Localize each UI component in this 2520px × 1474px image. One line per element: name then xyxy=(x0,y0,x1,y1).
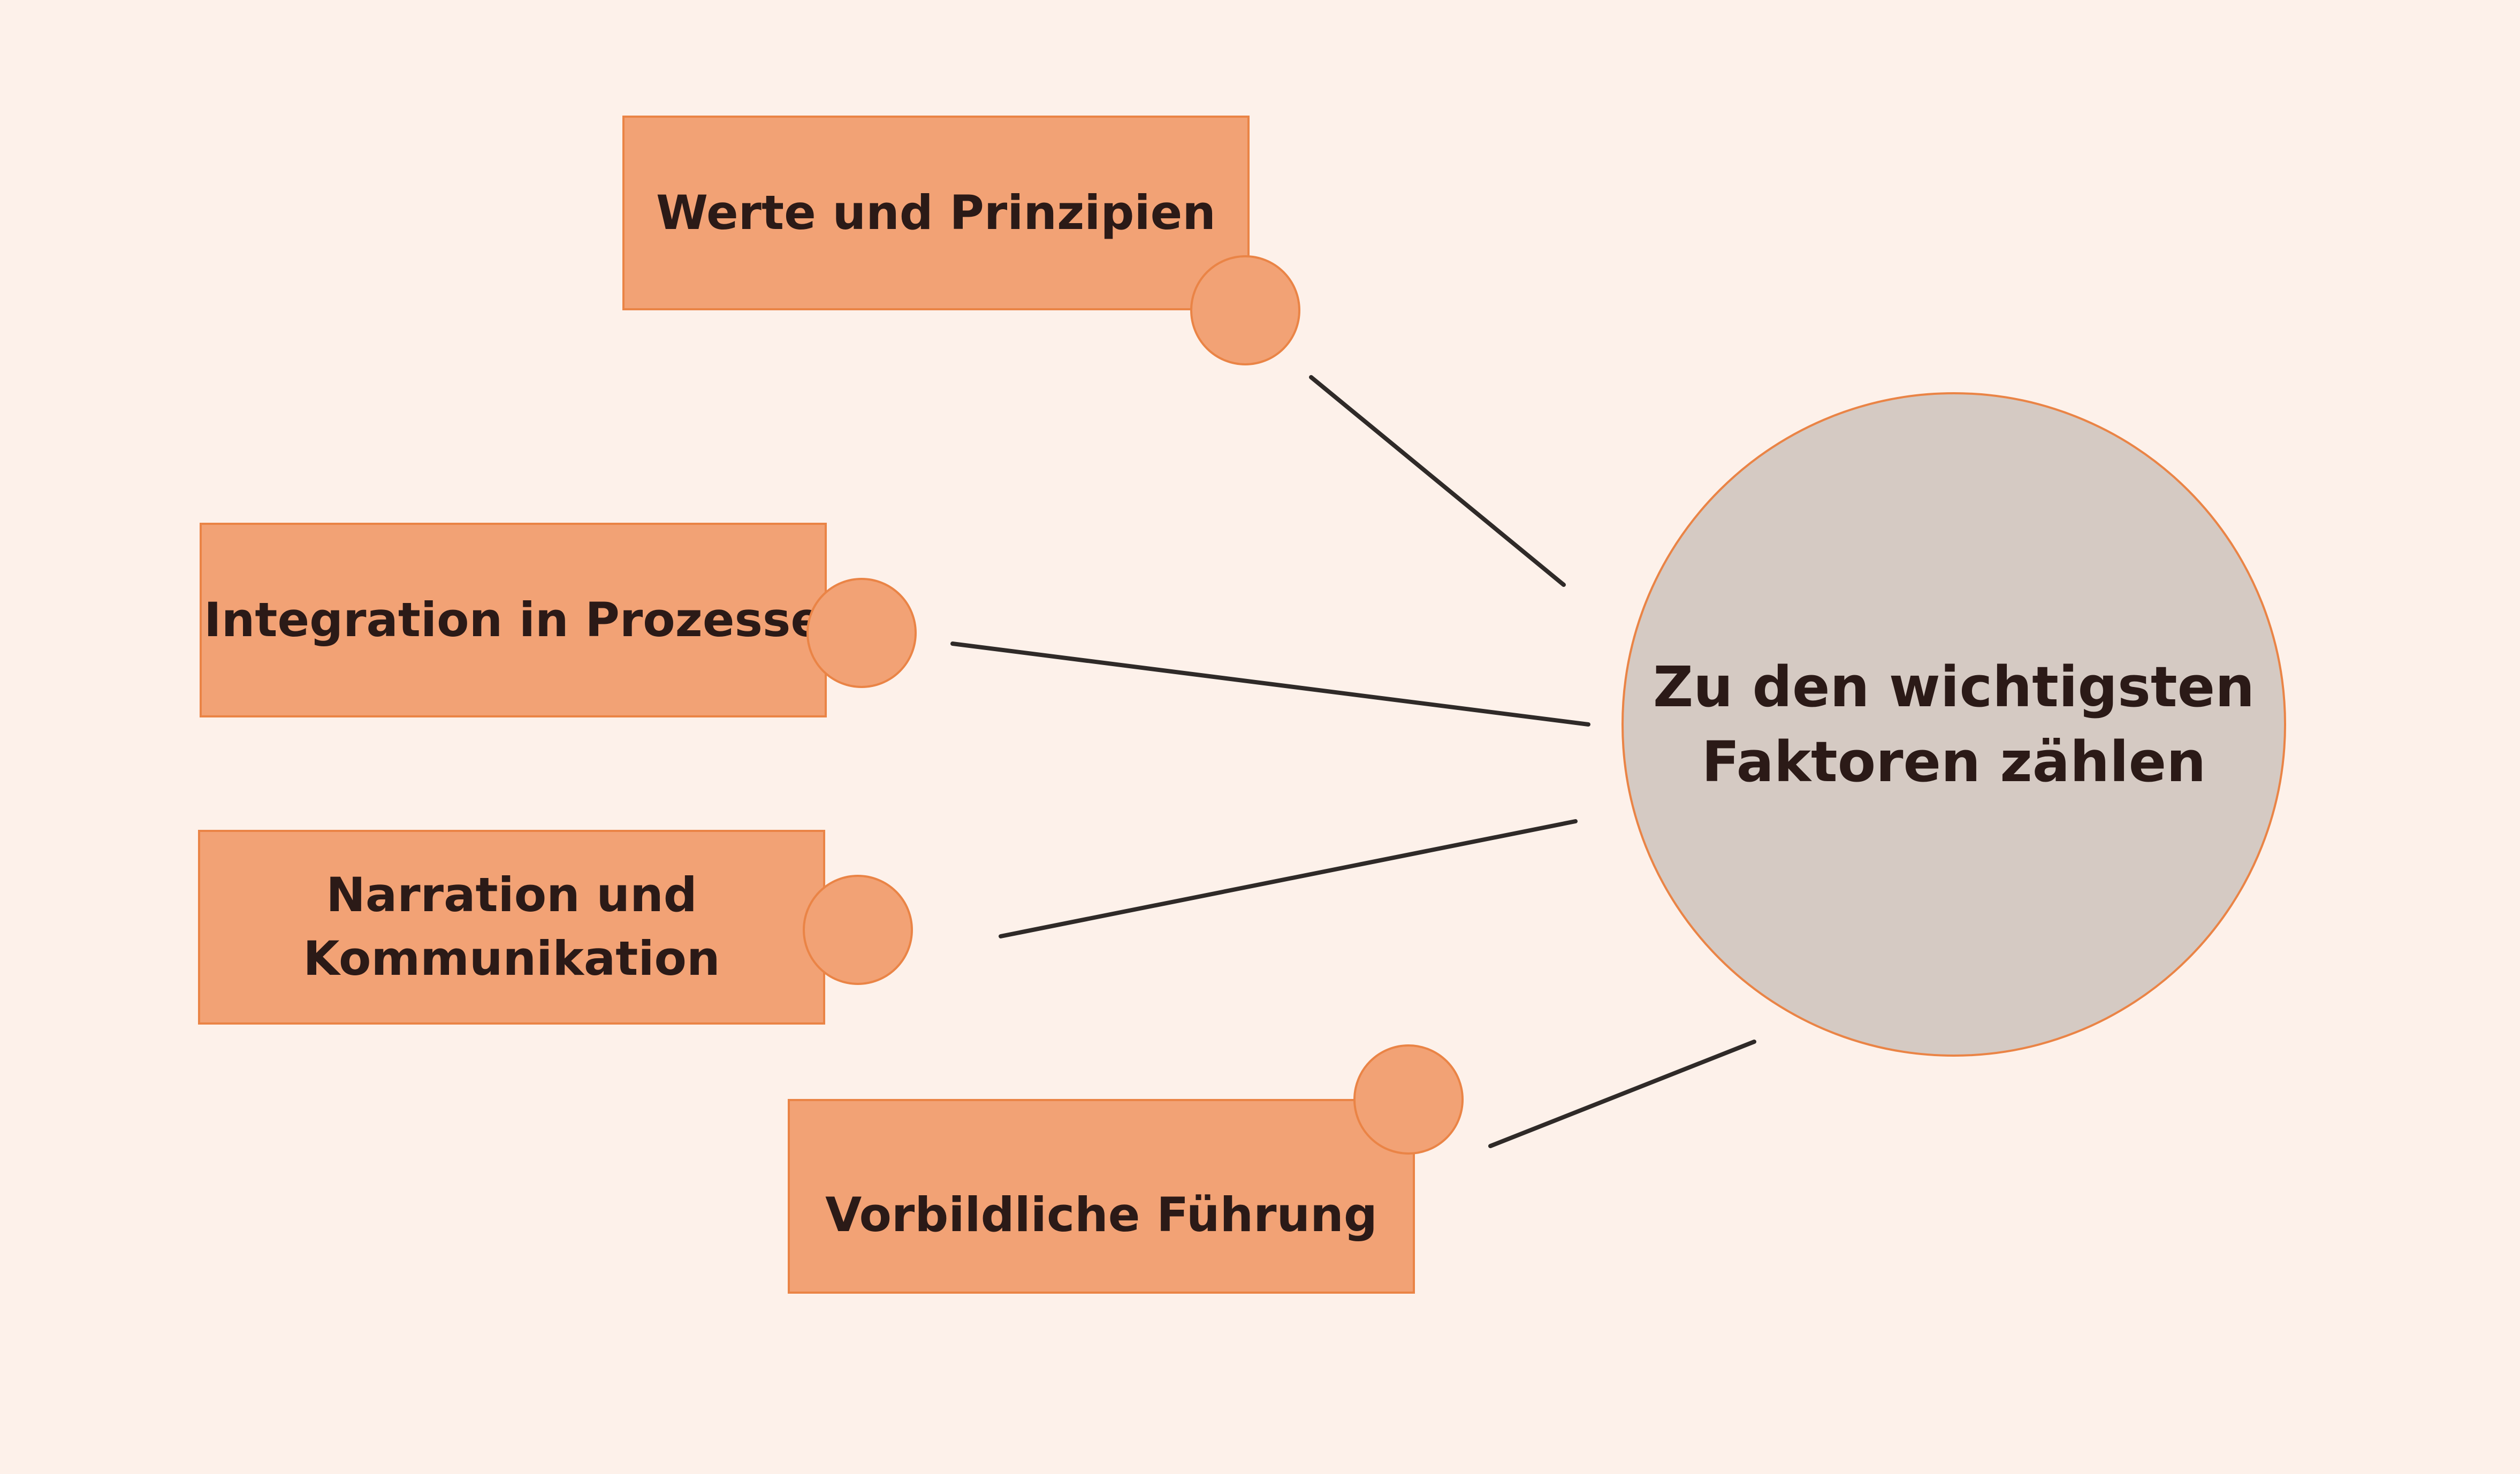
connector-dot-fuehrung xyxy=(1353,1044,1464,1155)
factor-label: Narration und Kommunikation xyxy=(303,867,720,986)
factor-box-narration-und-kommunikation: Narration und Kommunikation xyxy=(198,830,825,1025)
center-circle: Zu den wichtigsten Faktoren zählen xyxy=(1621,392,2286,1057)
connector-fuehrung xyxy=(1488,1040,1756,1148)
connector-werte xyxy=(1309,375,1566,587)
factor-label: Vorbildliche Führung xyxy=(825,1187,1377,1242)
factor-label: Integration in Prozesse xyxy=(203,592,823,647)
connector-narration xyxy=(999,819,1578,938)
connector-dot-integration xyxy=(806,578,917,688)
connector-dot-werte xyxy=(1190,255,1300,365)
connector-dot-narration xyxy=(803,875,913,985)
factor-box-werte-und-prinzipien: Werte und Prinzipien xyxy=(622,116,1250,310)
factor-box-integration-in-prozesse: Integration in Prozesse xyxy=(200,523,827,717)
factor-label: Werte und Prinzipien xyxy=(656,185,1216,240)
factor-box-vorbildliche-fuehrung: Vorbildliche Führung xyxy=(788,1099,1415,1294)
center-label: Zu den wichtigsten Faktoren zählen xyxy=(1653,654,2255,795)
connector-integration xyxy=(950,641,1590,727)
